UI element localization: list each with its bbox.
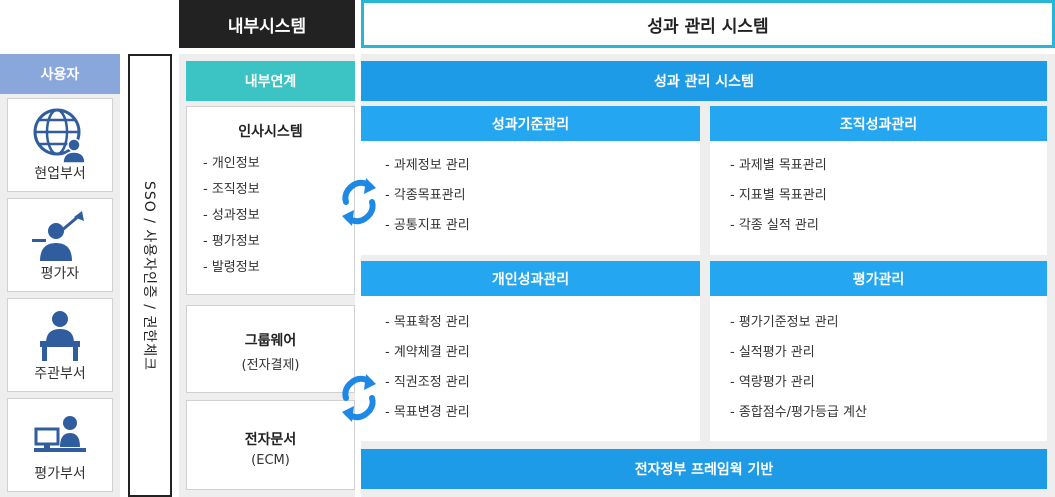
internal-system-header: 내부시스템 (179, 0, 355, 48)
internal-integration-header: 내부연계 (186, 61, 355, 101)
list-item: - 과제정보 관리 (385, 158, 470, 173)
panel-list: - 목표확정 관리 - 계약체결 관리 - 직권조정 관리 - 목표변경 관리 (385, 308, 700, 428)
panel-list: - 평가기준정보 관리 - 실적평가 관리 - 역량평가 관리 - 종합점수/평… (730, 308, 1047, 428)
presenter-arrow-icon (32, 211, 84, 261)
panel-list: - 과제정보 관리 - 각종목표관리 - 공통지표 관리 (385, 151, 700, 241)
hr-system-box: 인사시스템 - 개인정보 - 조직정보 - 성과정보 - 평가정보 - 발령정보 (186, 106, 355, 295)
user-label: 평가자 (40, 266, 80, 282)
user-item-evaluator: 평가자 (7, 198, 113, 292)
hr-system-title: 인사시스템 (238, 124, 303, 140)
panel-title: 평가관리 (710, 261, 1047, 296)
user-item-supervising-dept: 주관부서 (7, 298, 113, 392)
desk-person-icon (40, 311, 80, 361)
panel-individual-performance: 개인성과관리 - 목표확정 관리 - 계약체결 관리 - 직권조정 관리 - 목… (361, 261, 700, 441)
users-title: 사용자 (0, 54, 120, 94)
computer-user-icon (34, 416, 86, 452)
sync-arrows-icon (342, 178, 376, 226)
user-item-evaluation-dept: 평가부서 (7, 398, 113, 492)
performance-header-bar: 성과 관리 시스템 (361, 61, 1047, 101)
panel-title: 조직성과관리 (710, 106, 1047, 141)
list-item: - 발령정보 (203, 260, 260, 275)
sync-arrows-icon (342, 374, 376, 422)
list-item: - 실적평가 관리 (730, 345, 815, 360)
edoc-title: 전자문서 (244, 432, 297, 448)
edoc-subtitle: (ECM) (251, 453, 290, 468)
sso-auth-bar: SSO / 사용자인증 / 권한체크 (128, 54, 172, 497)
edoc-box: 전자문서 (ECM) (186, 400, 355, 490)
list-item: - 지표별 목표관리 (730, 188, 827, 203)
list-item: - 각종 실적 관리 (730, 218, 819, 233)
groupware-subtitle: (전자결제) (241, 358, 300, 373)
list-item: - 각종목표관리 (385, 188, 466, 203)
list-item: - 공통지표 관리 (385, 218, 470, 233)
list-item: - 종합점수/평가등급 계산 (730, 405, 867, 420)
groupware-title: 그룹웨어 (244, 333, 297, 349)
panel-org-performance: 조직성과관리 - 과제별 목표관리 - 지표별 목표관리 - 각종 실적 관리 (710, 106, 1047, 255)
list-item: - 조직정보 (203, 182, 260, 197)
hr-system-list: - 개인정보 - 조직정보 - 성과정보 - 평가정보 - 발령정보 (203, 151, 354, 281)
panel-performance-criteria: 성과기준관리 - 과제정보 관리 - 각종목표관리 - 공통지표 관리 (361, 106, 700, 255)
user-label: 현업부서 (34, 166, 86, 182)
sso-label: SSO / 사용자인증 / 권한체크 (141, 180, 157, 371)
list-item: - 목표변경 관리 (385, 405, 470, 420)
user-label: 평가부서 (34, 466, 86, 482)
user-item-field-dept: 현업부서 (7, 98, 113, 192)
globe-user-icon (33, 108, 86, 164)
panel-list: - 과제별 목표관리 - 지표별 목표관리 - 각종 실적 관리 (730, 151, 1047, 241)
panel-title: 성과기준관리 (361, 106, 700, 141)
list-item: - 평가기준정보 관리 (730, 315, 839, 330)
list-item: - 개인정보 (203, 156, 260, 171)
list-item: - 계약체결 관리 (385, 345, 470, 360)
list-item: - 과제별 목표관리 (730, 158, 827, 173)
panel-evaluation-management: 평가관리 - 평가기준정보 관리 - 실적평가 관리 - 역량평가 관리 - 종… (710, 261, 1047, 441)
panel-title: 개인성과관리 (361, 261, 700, 296)
performance-system-header: 성과 관리 시스템 (361, 0, 1055, 48)
list-item: - 역량평가 관리 (730, 375, 815, 390)
user-label: 주관부서 (34, 366, 86, 382)
groupware-box: 그룹웨어 (전자결제) (186, 305, 355, 393)
framework-footer-bar: 전자정부 프레임웍 기반 (361, 449, 1047, 489)
list-item: - 성과정보 (203, 208, 260, 223)
list-item: - 직권조정 관리 (385, 375, 470, 390)
list-item: - 평가정보 (203, 234, 260, 249)
list-item: - 목표확정 관리 (385, 315, 470, 330)
